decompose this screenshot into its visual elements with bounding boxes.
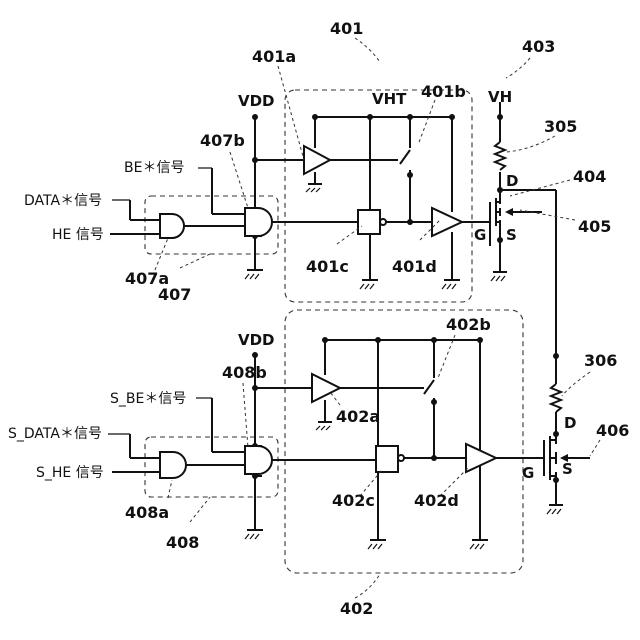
label-403: 403	[522, 37, 555, 56]
label-406: 406	[596, 421, 629, 440]
label-be-signal: BE＊信号	[124, 160, 184, 176]
label-408: 408	[166, 533, 199, 552]
label-405: 405	[578, 217, 611, 236]
labels: 401 401a 401b 401c 401d 403 VH VHT VDD 3…	[8, 19, 629, 618]
label-401b: 401b	[421, 82, 466, 101]
label-d-top: D	[506, 172, 518, 190]
label-305: 305	[544, 117, 577, 136]
label-vdd-bottom: VDD	[238, 331, 275, 349]
label-g-top: G	[474, 226, 486, 244]
label-407b: 407b	[200, 131, 245, 150]
label-401d: 401d	[392, 257, 437, 276]
label-408b: 408b	[222, 363, 267, 382]
label-306: 306	[584, 351, 617, 370]
label-g-bottom: G	[522, 464, 534, 482]
label-402c: 402c	[332, 491, 375, 510]
label-she-signal: S_HE 信号	[36, 465, 104, 481]
label-d-bottom: D	[564, 414, 576, 432]
label-s-bottom: S	[562, 460, 573, 478]
label-401c: 401c	[306, 257, 349, 276]
label-vh: VH	[488, 88, 512, 106]
label-vdd-top: VDD	[238, 92, 275, 110]
label-s-top: S	[506, 226, 517, 244]
label-402: 402	[340, 599, 373, 618]
label-402b: 402b	[446, 315, 491, 334]
label-401a: 401a	[252, 47, 296, 66]
label-407: 407	[158, 285, 191, 304]
block-402-boundary	[285, 310, 523, 573]
label-vht: VHT	[372, 90, 407, 108]
label-data-signal: DATA＊信号	[24, 193, 102, 209]
label-sdata-signal: S_DATA＊信号	[8, 426, 102, 442]
label-402a: 402a	[336, 407, 380, 426]
label-he-signal: HE 信号	[52, 227, 104, 243]
label-408a: 408a	[125, 503, 169, 522]
label-sbe-signal: S_BE＊信号	[110, 391, 186, 407]
label-401: 401	[330, 19, 363, 38]
label-402d: 402d	[414, 491, 459, 510]
label-404: 404	[573, 167, 606, 186]
